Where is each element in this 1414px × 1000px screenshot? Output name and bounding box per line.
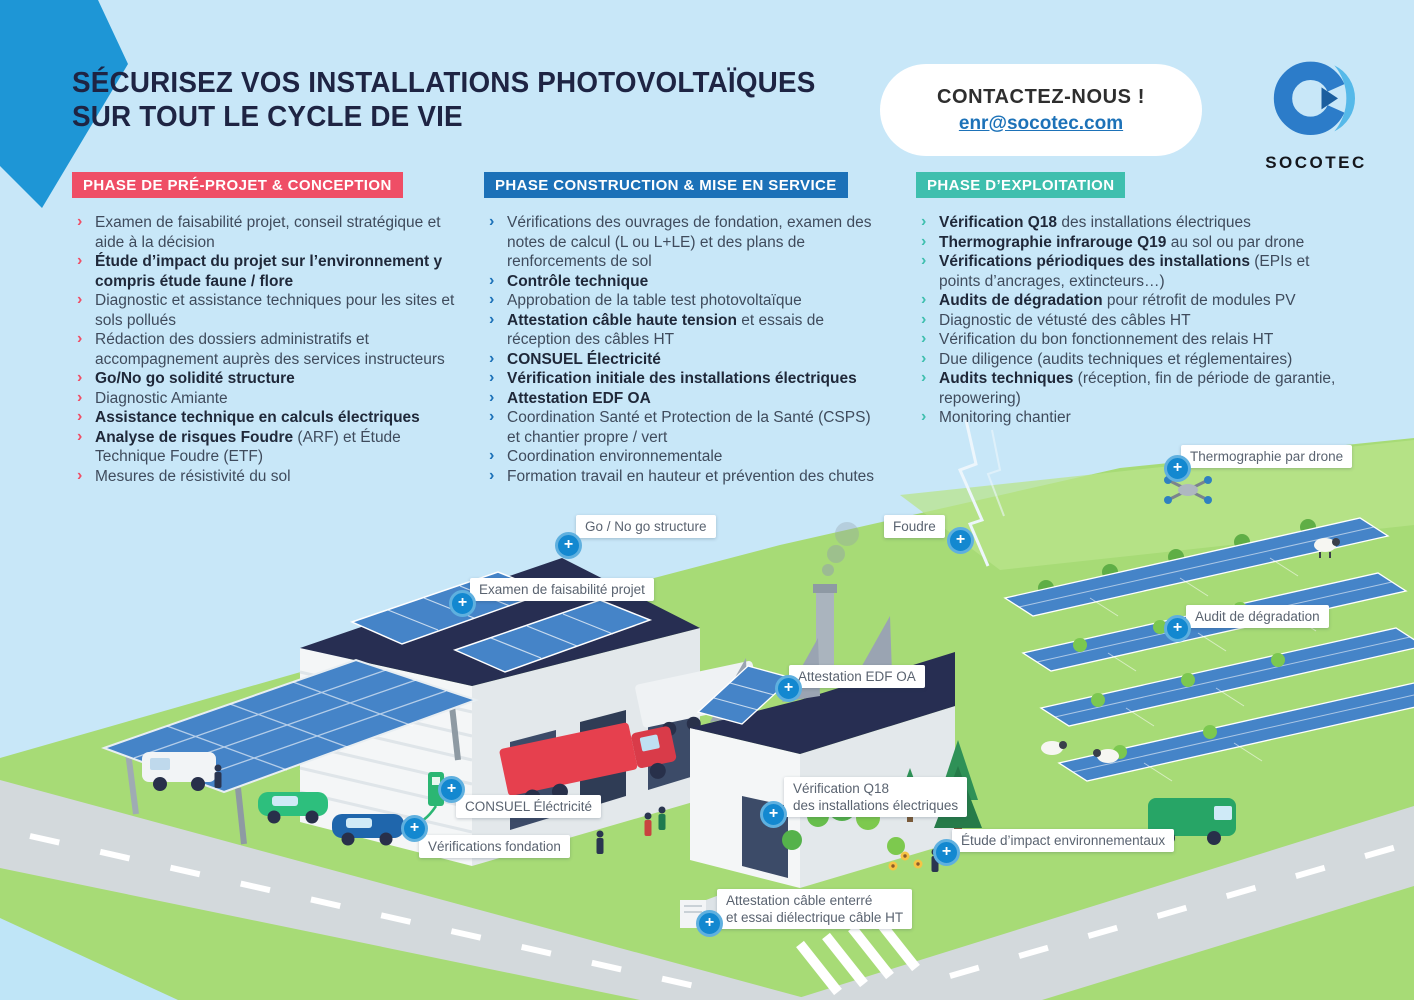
plus-marker-icon [438,776,465,803]
contact-card: CONTACTEZ-NOUS ! enr@socotec.com [880,64,1202,156]
phase-preproject-list: Examen de faisabilité projet, conseil st… [72,212,468,487]
label-go-no-go: Go / No go structure [576,515,716,538]
label-consuel: CONSUEL Éléctricité [456,795,602,818]
phase-item: Contrôle technique [484,271,886,292]
red-truck [499,722,677,806]
label-examen-faisabilite: Examen de faisabilité projet [470,578,654,601]
phase-item: Audits techniques (réception, fin de pér… [916,368,1348,408]
phase-item: Due diligence (audits techniques et régl… [916,349,1348,370]
phase-item: Analyse de risques Foudre (ARF) et Étude… [72,427,468,467]
plus-marker-icon [449,590,476,617]
phase-item: Assistance technique en calculs électriq… [72,407,468,428]
phase-item: Monitoring chantier [916,407,1348,428]
phase-exploitation-column: PHASE D’EXPLOITATION Vérification Q18 de… [916,172,1348,428]
lightning-icon [957,419,1005,567]
white-van [142,752,216,791]
blue-car [332,814,404,846]
plus-marker-icon [933,839,960,866]
ground [0,438,1414,1000]
phase-item: Rédaction des dossiers administratifs et… [72,329,468,369]
plus-marker-icon [555,532,582,559]
label-verification-q18: Vérification Q18 des installations élect… [784,777,968,817]
sheep-icon [1041,538,1340,763]
socotec-logo-icon [1273,61,1362,135]
people [214,764,939,872]
phase-exploitation-header: PHASE D’EXPLOITATION [916,172,1126,198]
phase-exploitation-list: Vérification Q18 des installations élect… [916,212,1348,428]
label-etude-impact: Étude d’impact environnementaux [952,829,1175,852]
phase-item: Approbation de la table test photovoltaï… [484,290,886,311]
phase-item: Formation travail en hauteur et préventi… [484,466,886,487]
label-attestation-edf-oa: Attestation EDF OA [789,665,925,688]
phase-item: Vérification initiale des installations … [484,368,886,389]
socotec-wordmark: SOCOTEC [1265,153,1367,172]
contact-email-link[interactable]: enr@socotec.com [958,112,1124,134]
sunflowers [888,851,923,871]
phase-item: Thermographie infrarouge Q19 au sol ou p… [916,232,1348,253]
plus-marker-icon [947,527,974,554]
corner-ribbon-shape [0,0,128,208]
phase-item: Étude d’impact du projet sur l’environne… [72,251,468,291]
phase-item: Diagnostic et assistance techniques pour… [72,290,468,330]
phase-item: Vérification Q18 des installations élect… [916,212,1348,233]
phase-construction-header: PHASE CONSTRUCTION & MISE EN SERVICE [484,172,848,198]
drone-icon [1164,476,1212,504]
plus-marker-icon [696,910,723,937]
phase-construction-list: Vérifications des ouvrages de fondation,… [484,212,886,487]
plus-marker-icon [775,675,802,702]
phase-item: CONSUEL Électricité [484,349,886,370]
phase-item: Attestation EDF OA [484,388,886,409]
contact-heading: CONTACTEZ-NOUS ! [936,85,1146,108]
phase-item: Examen de faisabilité projet, conseil st… [72,212,468,252]
phase-item: Vérification du bon fonctionnement des r… [916,329,1348,350]
phase-item: Audits de dégradation pour rétrofit de m… [916,290,1348,311]
label-attestation-cable: Attestation câble enterré et essai diéle… [717,889,913,929]
water-corner [0,918,178,1000]
plus-marker-icon [1164,455,1191,482]
green-car [258,792,328,824]
plus-marker-icon [401,815,428,842]
phase-item: Coordination environnementale [484,446,886,467]
road [0,780,1414,1000]
phase-item: Attestation câble haute tension et essai… [484,310,886,350]
phase-item: Vérifications périodiques des installati… [916,251,1348,291]
label-verifications-fondation: Vérifications fondation [419,835,570,858]
page-title: SÉCURISEZ VOS INSTALLATIONS PHOTOVOLTAÏQ… [72,67,816,133]
label-audit-degradation: Audit de dégradation [1186,605,1329,628]
label-foudre: Foudre [884,515,945,538]
phase-item: Coordination Santé et Protection de la S… [484,407,886,447]
phase-item: Go/No go solidité structure [72,368,468,389]
plus-marker-icon [760,801,787,828]
phase-item: Mesures de résistivité du sol [72,466,468,487]
plus-marker-icon [1164,615,1191,642]
socotec-logo: SOCOTEC [1256,58,1376,173]
label-thermographie-drone: Thermographie par drone [1181,445,1353,468]
phase-item: Diagnostic Amiante [72,388,468,409]
phase-preproject-header: PHASE DE PRÉ-PROJET & CONCEPTION [72,172,403,198]
phase-construction-column: PHASE CONSTRUCTION & MISE EN SERVICE Vér… [484,172,886,486]
phase-preproject-column: PHASE DE PRÉ-PROJET & CONCEPTION Examen … [72,172,468,486]
phase-item: Vérifications des ouvrages de fondation,… [484,212,886,272]
solar-carport [101,658,480,846]
phase-item: Diagnostic de vétusté des câbles HT [916,310,1348,331]
